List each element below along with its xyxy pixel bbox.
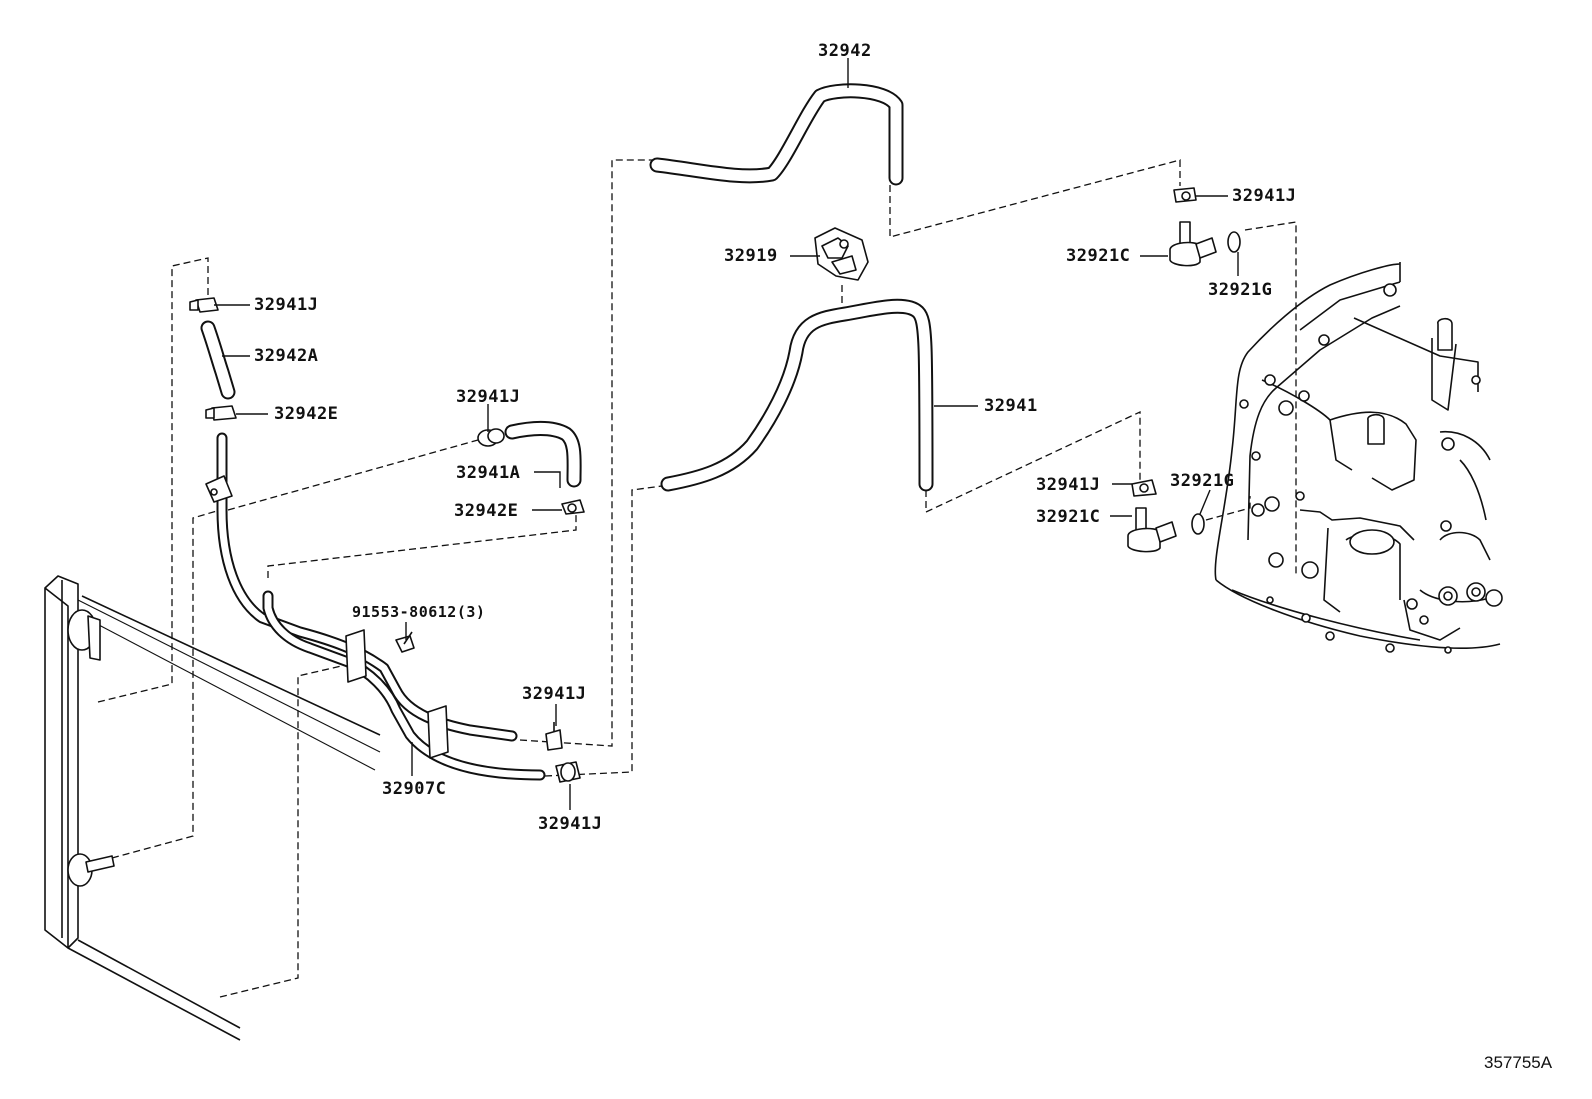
clamp-32919 (814, 227, 869, 281)
figure-reference-id: 357755A (1484, 1053, 1553, 1072)
part-labels: 32942 32941J 32921C 32921G 32919 32941 3… (254, 41, 1296, 834)
leader-lines (214, 58, 1239, 810)
gasket-32921g-top (1227, 231, 1241, 253)
bolt-91553 (395, 631, 415, 653)
label-32921g-top: 32921G (1208, 280, 1272, 300)
clamp-32941j-top (1173, 187, 1197, 203)
transaxle-case (1214, 262, 1503, 654)
clamp-32942e-mid (561, 499, 585, 515)
label-32907c: 32907C (382, 779, 446, 799)
case-bosses (1239, 283, 1503, 654)
union-32921c-right (1127, 507, 1177, 553)
label-32941j-mid: 32941J (456, 387, 520, 407)
label-32941j-cooler-a: 32941J (522, 684, 586, 704)
label-32942e-mid: 32942E (454, 501, 518, 521)
label-32941j-right: 32941J (1036, 475, 1100, 495)
label-32942a: 32942A (254, 346, 318, 366)
radiator-core (44, 575, 381, 1041)
clamp-32941j-cooler-b (555, 761, 581, 783)
label-32942: 32942 (818, 41, 872, 61)
cooler-pipe-32907c (205, 432, 546, 781)
label-32919: 32919 (724, 246, 778, 266)
label-32921c-top: 32921C (1066, 246, 1130, 266)
clamp-32941j-cooler-a (545, 722, 563, 751)
label-32941j-cooler-b: 32941J (538, 814, 602, 834)
gasket-32921g-right (1191, 513, 1205, 535)
hose-32941a (504, 421, 582, 488)
clamp-32941j-right (1131, 479, 1157, 497)
label-32941j-left: 32941J (254, 295, 318, 315)
clamp-32941j-mid (477, 428, 505, 447)
reference-lines (97, 159, 1297, 998)
union-32921c-top (1169, 221, 1217, 267)
hose-32942 (649, 83, 904, 186)
label-91553: 91553-80612(3) (352, 603, 485, 621)
label-32941j-top: 32941J (1232, 186, 1296, 206)
label-32921g-right: 32921G (1170, 471, 1234, 491)
hose-32941 (660, 298, 934, 492)
label-32942e-left: 32942E (274, 404, 338, 424)
label-32941a: 32941A (456, 463, 520, 483)
label-32921c-right: 32921C (1036, 507, 1100, 527)
clamp-32941j-left (189, 297, 219, 313)
label-32941: 32941 (984, 396, 1038, 416)
clamp-32942e-left (205, 405, 237, 421)
hose-32942a (200, 320, 236, 400)
